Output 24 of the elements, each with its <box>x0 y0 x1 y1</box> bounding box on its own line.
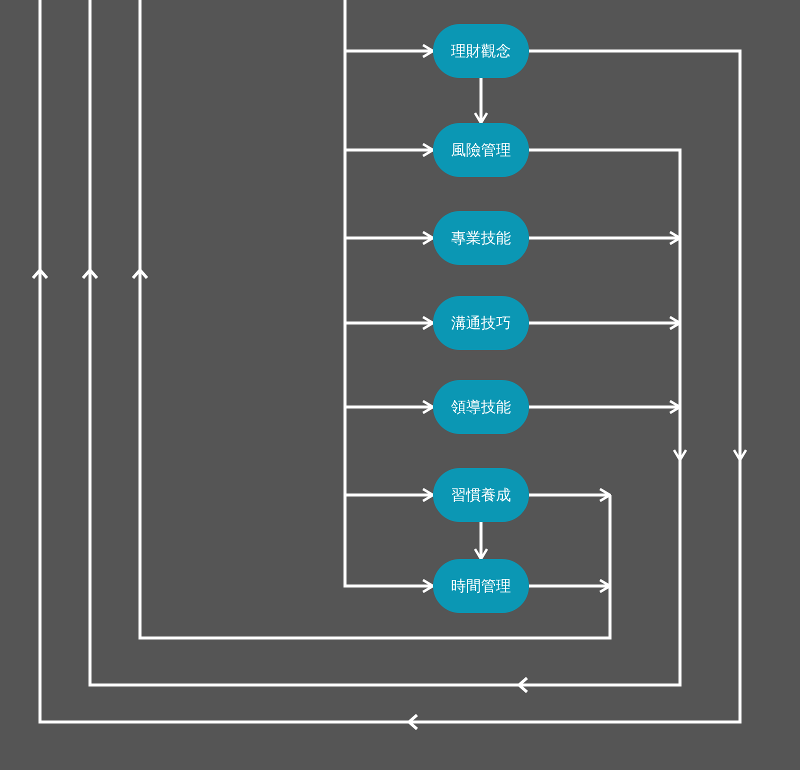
rounded-box <box>433 123 529 177</box>
arrow <box>529 578 612 594</box>
node-label: 專業技能 <box>451 228 511 249</box>
arrow <box>344 0 434 594</box>
rounded-box <box>433 559 529 613</box>
node-label: 習慣養成 <box>451 484 511 506</box>
arrow <box>529 316 682 330</box>
arrow <box>474 522 488 560</box>
node-label: 領導技能 <box>451 396 511 418</box>
arrow <box>474 78 488 124</box>
node-label: 理財觀念 <box>451 40 511 62</box>
arrow <box>529 148 688 462</box>
arrow <box>529 488 612 502</box>
rounded-box <box>433 296 529 350</box>
rounded-box <box>433 380 529 434</box>
node-label: 溝通技巧 <box>451 312 511 334</box>
rounded-box <box>433 211 529 265</box>
arrow <box>529 400 682 414</box>
node-label: 風險管理 <box>451 140 511 161</box>
node-label: 時間管理 <box>451 576 511 597</box>
rounded-box <box>433 468 529 522</box>
arrow <box>529 50 748 462</box>
arrow <box>529 230 682 246</box>
rounded-box <box>433 24 529 78</box>
